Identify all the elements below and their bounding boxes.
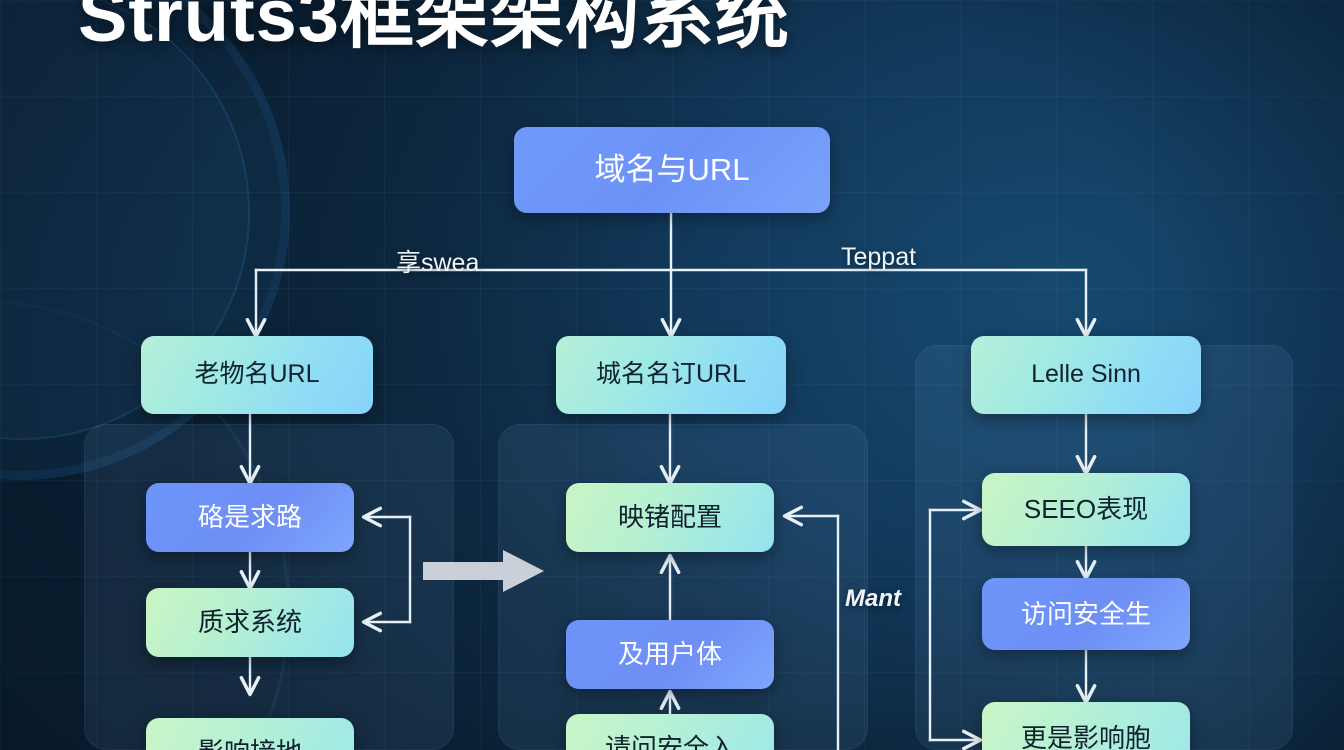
column-panel-left: [84, 424, 454, 750]
node-right-head-label: Lelle Sinn: [1031, 360, 1141, 389]
edge-label-right: Teppat: [841, 243, 917, 271]
node-middle-2-label: 及用户体: [617, 639, 722, 670]
node-left-3[interactable]: 影响接地: [146, 718, 354, 750]
node-left-head[interactable]: 老物名URL: [141, 336, 373, 414]
node-left-3-label: 影响接地: [198, 738, 302, 750]
node-right-1-label: SEEO表现: [1023, 494, 1149, 525]
node-right-1[interactable]: SEEO表现: [982, 473, 1190, 546]
column-panel-middle: [498, 424, 868, 750]
node-left-2[interactable]: 质求系统: [146, 588, 354, 657]
page-title: Struts3框架架构系统: [78, 0, 790, 57]
node-left-1-label: 硌是求路: [197, 502, 302, 533]
node-middle-3-label: 请问安全入: [604, 733, 735, 750]
node-root[interactable]: 域名与URL: [514, 127, 830, 213]
node-middle-1[interactable]: 映锗配置: [566, 483, 774, 552]
node-right-3[interactable]: 更是影响胞: [982, 702, 1190, 750]
node-middle-1-label: 映锗配置: [617, 502, 722, 533]
node-middle-3[interactable]: 请问安全入: [566, 714, 774, 750]
node-middle-head[interactable]: 城名名订URL: [556, 336, 786, 414]
node-right-3-label: 更是影响胞: [1020, 722, 1151, 750]
node-right-2-label: 访问安全生: [1020, 598, 1151, 629]
node-left-head-label: 老物名URL: [194, 360, 320, 389]
flow-arrow-icon: [423, 550, 544, 592]
edge-label-left: 享swea: [396, 249, 480, 277]
node-left-1[interactable]: 硌是求路: [146, 483, 354, 552]
edge-label-side: Mant: [845, 585, 901, 612]
node-right-head[interactable]: Lelle Sinn: [971, 336, 1201, 414]
node-right-2[interactable]: 访问安全生: [982, 578, 1190, 650]
node-left-2-label: 质求系统: [197, 607, 302, 638]
node-middle-2[interactable]: 及用户体: [566, 620, 774, 689]
node-root-label: 域名与URL: [594, 151, 750, 187]
node-middle-head-label: 城名名订URL: [595, 360, 746, 389]
